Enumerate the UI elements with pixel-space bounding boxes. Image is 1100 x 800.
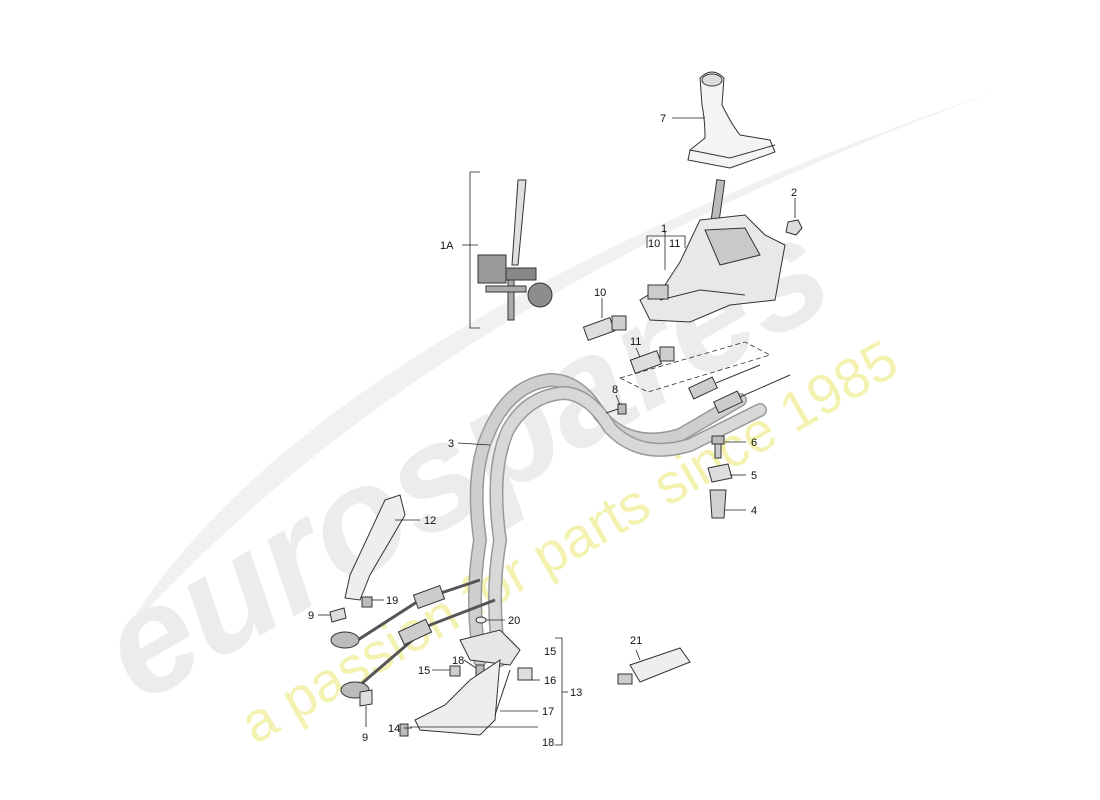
callout-labels: 7 1 10 11 2 1A 10 11 8 3 6 5 4 12 19 9 2… [308, 113, 797, 749]
sleeve-4 [709, 489, 727, 519]
callout-18-lower: 18 [542, 737, 554, 749]
callout-15-left: 15 [418, 665, 430, 677]
cable-end-group-outline [618, 341, 772, 393]
shift-lever-assembly [477, 179, 553, 321]
screw-19 [361, 596, 373, 608]
callout-1: 1 [661, 223, 667, 235]
leader-lines [318, 117, 796, 746]
callout-16: 16 [544, 675, 556, 687]
cable-bushing-10 [582, 315, 627, 342]
cable-bushing-11 [629, 346, 675, 375]
callout-9-upper: 9 [308, 610, 314, 622]
callout-5: 5 [751, 470, 757, 482]
callout-20: 20 [508, 615, 520, 627]
shift-selector-housing [639, 179, 786, 323]
callout-9-lower: 9 [362, 732, 368, 744]
callout-11-top: 11 [669, 238, 680, 250]
gear-knob-boot [687, 71, 776, 169]
callout-6: 6 [751, 437, 757, 449]
callout-2: 2 [791, 187, 797, 199]
clip-9-upper [329, 607, 347, 623]
watermark: eurospares a passion for parts since 198… [72, 90, 1000, 755]
bolt-8 [605, 403, 627, 415]
callout-19: 19 [386, 595, 398, 607]
lever-bracket-assembly [399, 629, 533, 737]
clip-5 [707, 463, 733, 483]
grease-tube [617, 647, 691, 685]
callout-10: 10 [594, 287, 606, 299]
callout-11: 11 [630, 336, 641, 348]
callout-1a: 1A [440, 240, 454, 252]
callout-18-upper: 18 [452, 655, 464, 667]
callout-17: 17 [542, 706, 554, 718]
callout-21: 21 [630, 635, 642, 647]
nut [785, 219, 803, 236]
callout-12: 12 [424, 515, 436, 527]
callout-7: 7 [660, 113, 666, 125]
callout-4: 4 [751, 505, 757, 517]
callout-10-top: 10 [648, 238, 660, 250]
shift-cables [330, 364, 791, 699]
cable-bracket [344, 494, 406, 601]
washer-20 [475, 616, 487, 624]
callout-3: 3 [448, 438, 454, 450]
callout-15-right: 15 [544, 646, 556, 658]
callout-8: 8 [612, 384, 618, 396]
callout-13: 13 [570, 687, 582, 699]
bolt-6 [711, 435, 725, 459]
callout-14: 14 [388, 723, 400, 735]
clip-9-lower [359, 689, 373, 707]
